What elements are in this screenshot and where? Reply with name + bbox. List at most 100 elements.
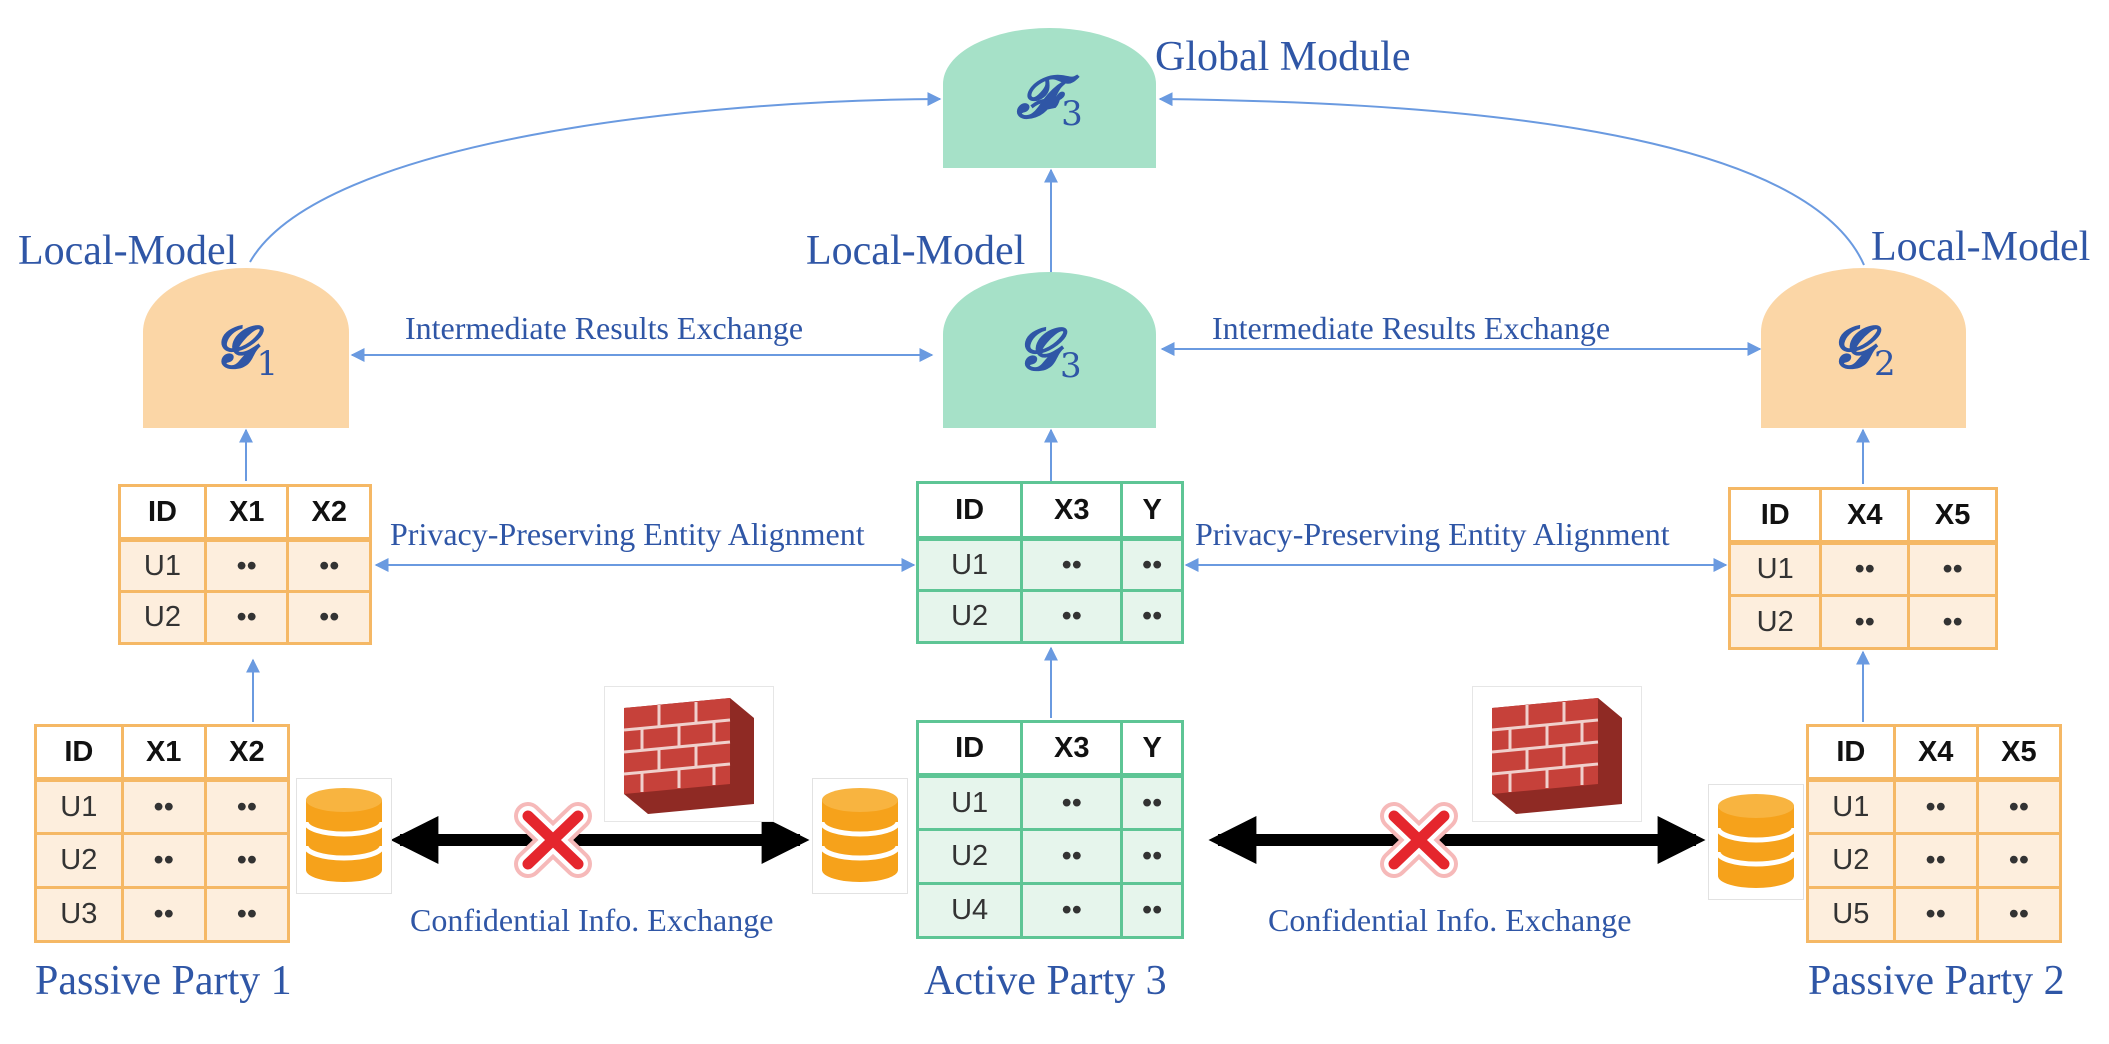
table-cell: ••	[1120, 882, 1184, 939]
table-cell: ••	[1020, 589, 1124, 644]
confidential-label-right: Confidential Info. Exchange	[1268, 902, 1632, 938]
table-cell: U2	[1806, 832, 1896, 889]
local-model-g1: 𝓖1	[143, 268, 349, 428]
table-row: U1 •• ••	[915, 774, 1184, 831]
curve-right-to-global	[1158, 92, 1865, 266]
raw-table-right: ID X4 X5 U1 •• •• U2 •• •• U5 •• ••	[1806, 724, 2063, 943]
column-header: ID	[34, 724, 124, 782]
column-header: X3	[1020, 481, 1124, 541]
raw-table-left: ID X1 X2 U1 •• •• U2 •• •• U3 •• ••	[34, 724, 291, 943]
table-cell: U2	[915, 589, 1024, 644]
database-icon	[1708, 784, 1804, 900]
table-cell: U1	[915, 537, 1024, 592]
table-cell: ••	[203, 886, 291, 943]
database-icon	[296, 778, 392, 894]
global-module-symbol: 𝓕3	[1016, 62, 1083, 134]
table-cell: ••	[1975, 778, 2063, 835]
column-header: X4	[1892, 724, 1979, 782]
table-cell: ••	[1020, 537, 1124, 592]
brick-wall-icon	[1472, 686, 1642, 822]
table-row: U2 •• ••	[1727, 594, 1998, 650]
table-row: U4 •• ••	[915, 882, 1184, 939]
table-cell: U2	[34, 832, 124, 889]
local-model-label-center: Local-Model	[806, 228, 1026, 274]
local-model-g3: 𝓖3	[943, 272, 1156, 428]
table-cell: ••	[1907, 541, 1998, 597]
table-cell: U5	[1806, 886, 1896, 943]
table-cell: U1	[1727, 541, 1823, 597]
party-label-center: Active Party 3	[924, 958, 1167, 1004]
g1-symbol: 𝓖1	[213, 312, 279, 384]
table-cell: ••	[1819, 541, 1911, 597]
table-cell: ••	[203, 538, 290, 593]
column-header: X1	[203, 484, 290, 542]
column-header: Y	[1120, 720, 1184, 778]
table-cell: ••	[1907, 594, 1998, 650]
column-header: X2	[203, 724, 291, 782]
column-header: ID	[915, 720, 1024, 778]
table-cell: ••	[1975, 832, 2063, 889]
local-model-label-right: Local-Model	[1871, 224, 2091, 270]
table-cell: U2	[915, 828, 1024, 885]
table-cell: ••	[120, 832, 207, 889]
table-cell: U2	[118, 590, 207, 645]
table-row: U1 •• ••	[34, 778, 291, 835]
table-header-row: ID X1 X2	[118, 484, 372, 542]
table-row: U1 •• ••	[1727, 541, 1998, 597]
table-cell: ••	[286, 590, 372, 645]
column-header: X3	[1020, 720, 1124, 778]
table-row: U5 •• ••	[1806, 886, 2063, 943]
aligned-table-left: ID X1 X2 U1 •• •• U2 •• ••	[118, 484, 372, 645]
alignment-label-right: Privacy-Preserving Entity Alignment	[1195, 516, 1670, 552]
table-cell: ••	[203, 778, 291, 835]
table-cell: ••	[120, 778, 207, 835]
table-cell: ••	[1819, 594, 1911, 650]
table-cell: ••	[1892, 886, 1979, 943]
confidential-label-left: Confidential Info. Exchange	[410, 902, 774, 938]
column-header: ID	[118, 484, 207, 542]
column-header: Y	[1120, 481, 1184, 541]
table-cell: ••	[1020, 774, 1124, 831]
intermediate-exchange-label-right: Intermediate Results Exchange	[1212, 310, 1611, 346]
table-cell: U1	[915, 774, 1024, 831]
column-header: ID	[1806, 724, 1896, 782]
table-row: U2 •• ••	[915, 589, 1184, 644]
table-row: U2 •• ••	[34, 832, 291, 889]
table-cell: ••	[286, 538, 372, 593]
aligned-table-right: ID X4 X5 U1 •• •• U2 •• ••	[1727, 487, 1998, 650]
raw-table-center: ID X3 Y U1 •• •• U2 •• •• U4 •• ••	[915, 720, 1184, 939]
database-icon	[812, 778, 908, 894]
table-cell: ••	[1892, 778, 1979, 835]
table-row: U1 •• ••	[118, 538, 372, 593]
column-header: X2	[286, 484, 372, 542]
column-header: X4	[1819, 487, 1911, 545]
table-row: U2 •• ••	[118, 590, 372, 645]
blocked-x-icon	[514, 802, 592, 878]
g3-symbol: 𝓖3	[1017, 314, 1082, 386]
local-model-g2: 𝓖2	[1761, 268, 1966, 428]
table-cell: U2	[1727, 594, 1823, 650]
table-cell: ••	[203, 832, 291, 889]
aligned-table-center: ID X3 Y U1 •• •• U2 •• ••	[915, 481, 1184, 644]
table-cell: ••	[1020, 882, 1124, 939]
column-header: ID	[1727, 487, 1823, 545]
table-cell: ••	[1975, 886, 2063, 943]
table-row: U2 •• ••	[915, 828, 1184, 885]
table-row: U3 •• ••	[34, 886, 291, 943]
blocked-x-icon	[1380, 802, 1458, 878]
table-cell: U4	[915, 882, 1024, 939]
table-cell: U1	[118, 538, 207, 593]
table-cell: U3	[34, 886, 124, 943]
global-module-label: Global Module	[1155, 34, 1411, 80]
column-header: X5	[1975, 724, 2063, 782]
table-header-row: ID X4 X5	[1727, 487, 1998, 545]
curve-left-to-global	[249, 92, 942, 263]
table-row: U2 •• ••	[1806, 832, 2063, 889]
column-header: X1	[120, 724, 207, 782]
column-header: X5	[1907, 487, 1998, 545]
table-header-row: ID X1 X2	[34, 724, 291, 782]
table-cell: U1	[1806, 778, 1896, 835]
table-cell: ••	[120, 886, 207, 943]
table-cell: ••	[1120, 537, 1184, 592]
